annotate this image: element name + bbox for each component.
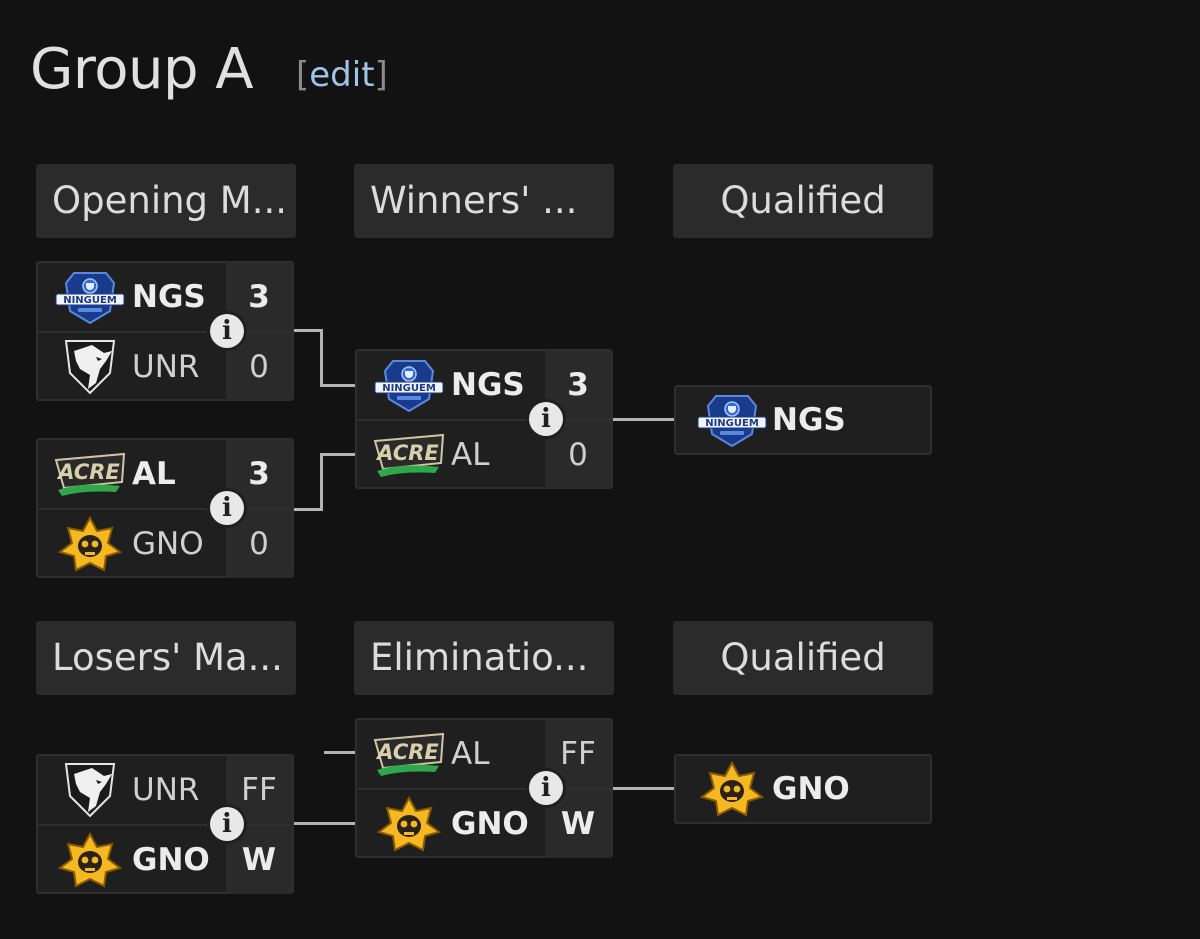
bracket-connector (294, 508, 322, 511)
acre-logo-icon (371, 427, 447, 483)
bracket-connector (294, 329, 322, 332)
team-name: NGS (772, 402, 846, 438)
match-team-row[interactable]: NGS 3 (38, 263, 292, 333)
star-skull-logo-icon (694, 761, 770, 817)
match-team-row[interactable]: AL 0 (357, 421, 611, 489)
team-name: GNO (451, 806, 529, 842)
team-name: UNR (132, 772, 200, 808)
team-name: GNO (132, 842, 210, 878)
star-skull-logo-icon (371, 796, 447, 852)
header-opening-matches: Opening M... (36, 164, 296, 238)
bracket-connector (320, 384, 355, 387)
match-team-row[interactable]: GNO 0 (38, 510, 292, 578)
team-name: NGS (132, 279, 206, 315)
header-qualified-upper: Qualified (673, 164, 933, 238)
match-team-row[interactable]: NGS 3 (357, 351, 611, 421)
match-winners[interactable]: NGS 3 AL 0 (355, 349, 613, 489)
match-info-icon[interactable]: i (210, 807, 244, 841)
qualified-slot-upper[interactable]: NGS (674, 385, 932, 455)
bracket-connector (613, 787, 674, 790)
match-team-row[interactable]: UNR 0 (38, 333, 292, 401)
bracket-connector (324, 751, 355, 754)
bracket-connector (320, 453, 323, 511)
team-score: W (226, 826, 292, 894)
bracket-connector (320, 453, 355, 456)
team-name: AL (451, 437, 490, 473)
match-team-row[interactable]: AL FF (357, 720, 611, 790)
bracket-connector (294, 822, 355, 825)
match-team-row[interactable]: AL 3 (38, 440, 292, 510)
match-info-icon[interactable]: i (210, 314, 244, 348)
acre-logo-icon (52, 446, 128, 502)
qualified-slot-lower[interactable]: GNO (674, 754, 932, 824)
team-name: NGS (451, 367, 525, 403)
match-info-icon[interactable]: i (529, 402, 563, 436)
match-opening-2[interactable]: AL 3 GNO 0 (36, 438, 294, 578)
star-skull-logo-icon (52, 832, 128, 888)
match-info-icon[interactable]: i (210, 491, 244, 525)
bracket-connector (320, 329, 323, 386)
match-team-row[interactable]: GNO W (357, 790, 611, 858)
header-elimination-match: Eliminatio... (354, 621, 614, 695)
match-elimination[interactable]: AL FF GNO W (355, 718, 613, 858)
team-name: UNR (132, 349, 200, 385)
edit-link-wrapper: [edit] (296, 55, 388, 95)
team-name: AL (132, 456, 176, 492)
match-losers[interactable]: UNR FF GNO W (36, 754, 294, 894)
wolf-logo-icon (52, 762, 128, 818)
wolf-logo-icon (52, 339, 128, 395)
team-name: GNO (772, 771, 850, 807)
header-winners-match: Winners' ... (354, 164, 614, 238)
team-score: 0 (226, 510, 292, 578)
page-title: Group A (30, 37, 254, 102)
match-team-row[interactable]: GNO W (38, 826, 292, 894)
team-name: GNO (132, 526, 204, 562)
team-name: AL (451, 736, 490, 772)
match-opening-1[interactable]: NGS 3 UNR 0 (36, 261, 294, 401)
match-info-icon[interactable]: i (529, 771, 563, 805)
bracket-connector (613, 418, 674, 421)
ninguem-logo-icon (52, 269, 128, 325)
header-qualified-lower: Qualified (673, 621, 933, 695)
star-skull-logo-icon (52, 516, 128, 572)
ninguem-logo-icon (371, 357, 447, 413)
edit-link[interactable]: edit (309, 55, 375, 95)
ninguem-logo-icon (694, 392, 770, 448)
match-team-row[interactable]: UNR FF (38, 756, 292, 826)
acre-logo-icon (371, 726, 447, 782)
header-losers-match: Losers' Ma... (36, 621, 296, 695)
